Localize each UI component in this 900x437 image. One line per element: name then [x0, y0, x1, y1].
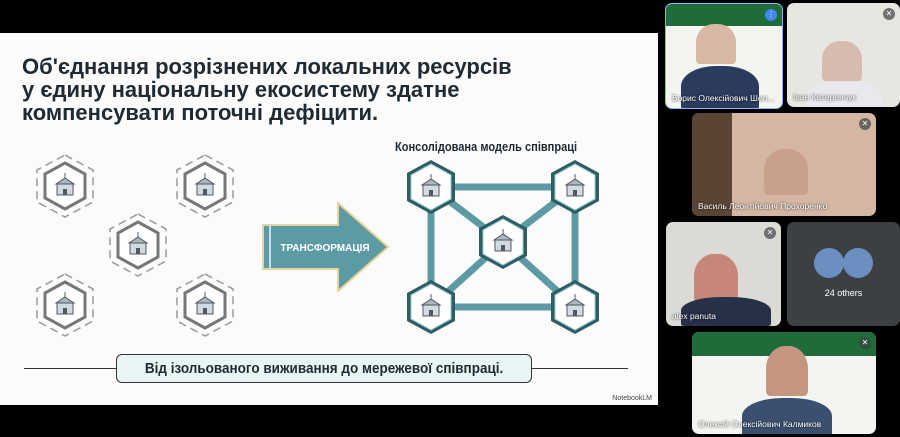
title-line: компенсувати поточні дефіцити. — [22, 100, 379, 125]
slide-title: Об'єднання розрізнених локальних ресурсі… — [22, 55, 622, 124]
participant-video-body — [681, 66, 759, 108]
others-tile[interactable]: 24 others — [787, 222, 900, 326]
participant-video — [696, 24, 736, 64]
title-line: Об'єднання розрізнених локальних ресурсі… — [22, 54, 512, 79]
transformation-diagram: ТРАНСФОРМАЦІЯ — [0, 33, 658, 405]
arrow-label: ТРАНСФОРМАЦІЯ — [280, 243, 369, 254]
participant-video-body — [807, 81, 882, 107]
participant-video-body — [742, 398, 832, 434]
mic-off-icon: ✕ — [883, 8, 895, 20]
university-banner — [666, 4, 782, 26]
title-line: у єдину національну екосистему здатне — [22, 77, 460, 102]
banner-text: Від ізольованого виживання до мережевої … — [144, 360, 504, 377]
participant-video-body — [681, 297, 771, 326]
participant-video — [694, 254, 738, 302]
diagram-subtitle: Консолідована модель співпраці — [395, 139, 578, 154]
presentation-slide: Об'єднання розрізнених локальних ресурсі… — [0, 33, 658, 405]
participant-tile[interactable]: Василь Леонтійович Прохоренко ✕ — [692, 113, 876, 216]
conclusion-banner: Від ізольованого виживання до мережевої … — [116, 354, 532, 383]
participant-tile[interactable]: ⋮ Борис Олексійович Шел... — [665, 3, 783, 109]
avatar — [814, 248, 844, 278]
participant-video — [766, 346, 808, 396]
mic-off-icon: ✕ — [764, 227, 776, 239]
isolated-hexagons — [37, 155, 233, 336]
participant-tile[interactable]: ✕ Олексій Олексійович Калмиков — [692, 332, 876, 434]
participant-video — [764, 149, 808, 195]
participant-name: Борис Олексійович Шел... — [672, 93, 775, 103]
participant-name: alex panuta — [672, 311, 716, 321]
speaking-indicator-icon: ⋮ — [765, 9, 777, 21]
others-count: 24 others — [824, 288, 863, 298]
participant-name: Іван Катеренчук — [793, 92, 857, 102]
avatar — [843, 248, 873, 278]
participant-name: Олексій Олексійович Калмиков — [698, 419, 822, 429]
participant-name: Василь Леонтійович Прохоренко — [698, 201, 828, 211]
bookshelf — [692, 113, 732, 216]
transformation-arrow: ТРАНСФОРМАЦІЯ — [262, 200, 390, 294]
notebooklm-watermark: NotebookLM — [612, 395, 652, 402]
mic-off-icon: ✕ — [859, 118, 871, 130]
participant-tile[interactable]: ✕ Іван Катеренчук — [787, 3, 900, 107]
mic-off-icon: ✕ — [859, 337, 871, 349]
participant-video — [822, 41, 862, 81]
participant-tile[interactable]: ✕ alex panuta — [666, 222, 781, 326]
